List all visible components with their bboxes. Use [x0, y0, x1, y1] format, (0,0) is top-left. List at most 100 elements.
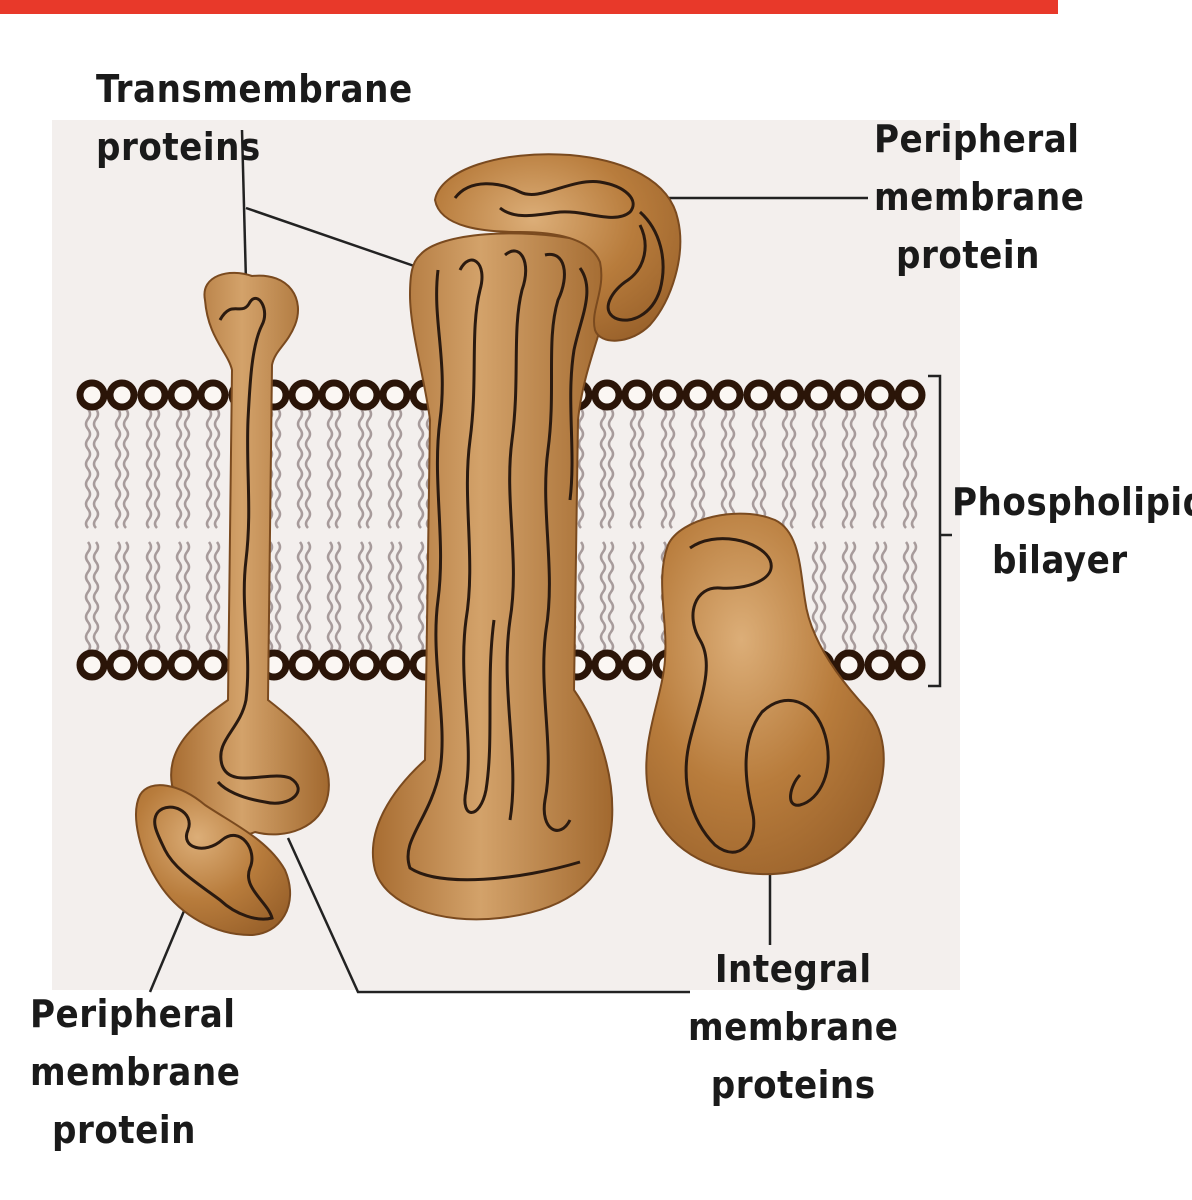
- lipid-head: [137, 649, 169, 681]
- lipid-head: [621, 649, 653, 681]
- lipid-tail: [395, 408, 403, 529]
- lipid-tail: [213, 541, 221, 652]
- lipid-tail: [910, 408, 918, 529]
- label-phospholipid-bilayer: Phospholipid bilayer: [952, 473, 1192, 589]
- lipid-tail: [334, 541, 342, 652]
- lipid-head: [864, 379, 896, 411]
- lipid-tail: [819, 541, 827, 652]
- label-line: proteins: [96, 125, 261, 169]
- lipid-tail: [759, 408, 767, 529]
- label-peripheral-membrane-protein-top: Peripheral membrane protein: [874, 110, 1084, 284]
- lipid-tail: [599, 541, 607, 652]
- lipid-head: [76, 379, 108, 411]
- leader-transmembrane-vertical: [240, 129, 248, 283]
- label-line: Integral: [714, 947, 872, 991]
- lipid-tail: [357, 408, 365, 529]
- label-line: Peripheral: [874, 117, 1080, 161]
- lipid-head: [743, 379, 775, 411]
- lipid-tail: [629, 408, 637, 529]
- lipid-tail: [92, 408, 100, 529]
- label-line: membrane: [874, 175, 1085, 219]
- leader-integral: [286, 837, 690, 994]
- label-line: membrane: [30, 1050, 241, 1094]
- lipid-tail: [334, 408, 342, 529]
- integral-protein-right: [645, 512, 885, 876]
- lipid-head: [833, 379, 865, 411]
- lipid-tail: [274, 408, 282, 529]
- label-line: Phospholipid: [952, 480, 1192, 524]
- lipid-head: [288, 649, 320, 681]
- lipid-head: [864, 649, 896, 681]
- bilayer-bracket: [928, 374, 942, 688]
- label-line: protein: [52, 1108, 196, 1152]
- lipid-tail: [417, 541, 425, 652]
- lipid-tail: [629, 541, 637, 652]
- label-line: Peripheral: [30, 992, 236, 1036]
- lipid-tail: [122, 541, 130, 652]
- label-line: proteins: [710, 1063, 876, 1107]
- leader-transmembrane-to-center: [245, 206, 421, 270]
- top-accent-bar: [0, 0, 1058, 14]
- lipid-head: [288, 379, 320, 411]
- lipid-head: [318, 379, 350, 411]
- lipid-tail: [365, 541, 373, 652]
- lipid-head: [773, 379, 805, 411]
- lipid-tail: [114, 541, 122, 652]
- lipid-tail: [304, 408, 312, 529]
- lipid-tail: [637, 408, 645, 529]
- label-line: protein: [896, 233, 1040, 277]
- lipid-tail: [880, 541, 888, 652]
- lipid-tail: [910, 541, 918, 652]
- lipid-head: [76, 649, 108, 681]
- lipid-tail: [849, 408, 857, 529]
- lipid-tail: [417, 408, 425, 529]
- lipid-tail: [728, 408, 736, 529]
- lipid-head: [167, 649, 199, 681]
- lipid-tail: [849, 541, 857, 652]
- lipid-tail: [365, 408, 373, 529]
- lipid-tail: [690, 408, 698, 529]
- label-line: bilayer: [992, 538, 1128, 582]
- lipid-tail: [811, 408, 819, 529]
- lipid-head: [894, 379, 926, 411]
- lipid-head: [197, 649, 229, 681]
- lipid-tail: [274, 541, 282, 652]
- lipid-head: [106, 379, 138, 411]
- lipid-tail: [145, 408, 153, 529]
- lipid-tail: [357, 541, 365, 652]
- lipid-head: [349, 379, 381, 411]
- lipid-head: [197, 379, 229, 411]
- lipid-tail: [902, 408, 910, 529]
- label-integral-membrane-proteins: Integral membrane proteins: [688, 940, 898, 1114]
- lipid-tail: [213, 408, 221, 529]
- lipid-head: [712, 379, 744, 411]
- lipid-tail: [175, 541, 183, 652]
- lipid-tail: [175, 408, 183, 529]
- lipid-tail: [577, 408, 585, 529]
- peripheral-protein-top: [433, 153, 682, 342]
- lipid-head: [894, 649, 926, 681]
- lipid-head: [803, 379, 835, 411]
- lipid-tail: [902, 541, 910, 652]
- lipid-tail: [183, 541, 191, 652]
- lipid-tail: [841, 408, 849, 529]
- lipid-tail: [387, 541, 395, 652]
- label-peripheral-membrane-protein-bottom: Peripheral membrane protein: [30, 985, 240, 1159]
- lipid-tail: [395, 541, 403, 652]
- left-transmembrane-protein: [170, 271, 330, 837]
- lipid-head: [621, 379, 653, 411]
- lipid-tail: [819, 408, 827, 529]
- lipid-tail: [841, 541, 849, 652]
- lipid-tail: [326, 408, 334, 529]
- lipid-tail: [205, 541, 213, 652]
- lipid-tail: [326, 541, 334, 652]
- lipid-tail: [607, 408, 615, 529]
- lipid-head: [591, 379, 623, 411]
- lipid-tail: [751, 408, 759, 529]
- lipid-head: [318, 649, 350, 681]
- lipid-head: [682, 379, 714, 411]
- lipid-tail: [720, 408, 728, 529]
- peripheral-protein-bottom-left: [135, 784, 291, 937]
- lipid-head: [652, 379, 684, 411]
